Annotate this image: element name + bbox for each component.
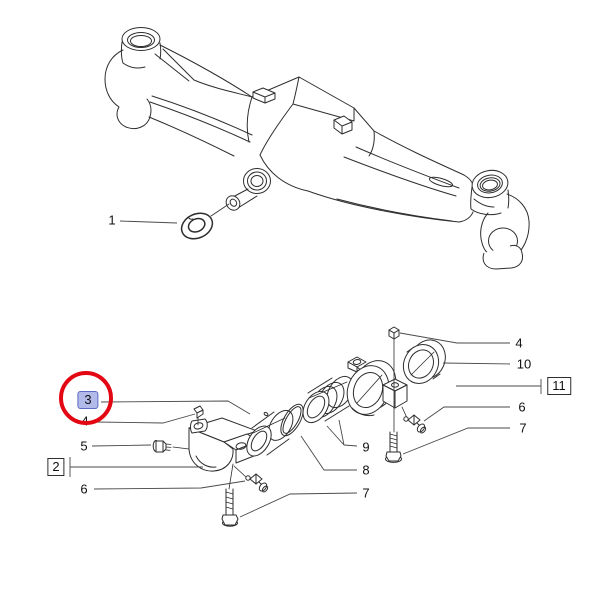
- callout-6-left[interactable]: 6: [80, 481, 88, 497]
- callout-6-right[interactable]: 6: [518, 399, 526, 415]
- callout-11-boxed[interactable]: 11: [547, 377, 571, 395]
- screw-part: [152, 440, 190, 453]
- callout-7-right[interactable]: 7: [519, 420, 527, 436]
- o-ring-part: [280, 403, 304, 437]
- axle-housing-drawing: [104, 27, 530, 270]
- callout-4-right[interactable]: 4: [515, 335, 523, 351]
- grease-fitting-part-left: [233, 465, 269, 493]
- callout-8[interactable]: 8: [362, 462, 370, 478]
- nut-part: [388, 326, 400, 433]
- sleeve-part: [302, 375, 354, 424]
- bolt-part-right: [385, 431, 402, 463]
- callout-9[interactable]: 9: [362, 439, 370, 455]
- bushing-half-part: [402, 339, 446, 384]
- callout-10[interactable]: 10: [516, 356, 532, 372]
- grease-fitting-part-right: [401, 406, 427, 434]
- thrust-washer-part: [119, 203, 230, 240]
- callout-1[interactable]: 1: [108, 212, 116, 228]
- callout-5[interactable]: 5: [80, 438, 88, 454]
- selection-ring-annotation: [59, 371, 113, 425]
- callout-2-boxed[interactable]: 2: [47, 458, 65, 476]
- bushing-part: [246, 409, 294, 457]
- trunnion-bracket-part: [346, 356, 408, 417]
- bolt-part-bottom: [221, 463, 239, 527]
- leader-lines: [69, 332, 542, 518]
- callout-7-bottom[interactable]: 7: [362, 485, 370, 501]
